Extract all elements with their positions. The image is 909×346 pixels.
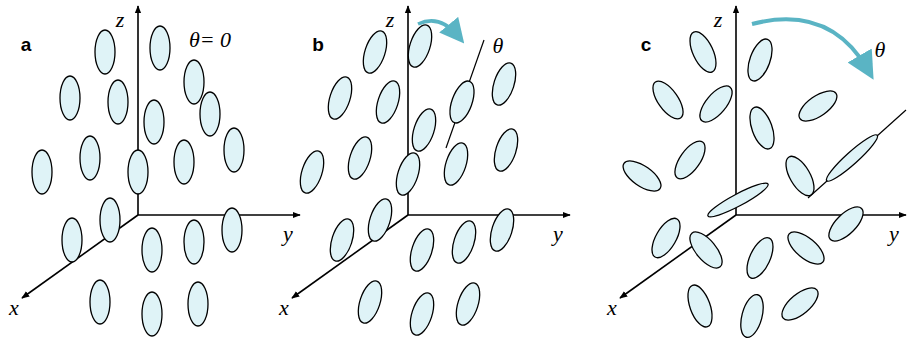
molecule — [392, 150, 425, 198]
molecule — [142, 228, 162, 272]
molecule — [737, 292, 768, 340]
angle-label: θ= 0 — [189, 29, 231, 51]
rotation-arrow — [752, 19, 868, 70]
panel-letter: c — [641, 35, 652, 54]
molecules-tilted — [296, 21, 523, 338]
molecule — [100, 198, 120, 242]
molecule — [440, 140, 473, 188]
molecule — [222, 208, 242, 252]
y-axis — [736, 214, 906, 216]
molecule — [488, 60, 521, 108]
molecule — [794, 85, 842, 127]
x-axis — [22, 215, 138, 298]
molecule — [743, 36, 777, 84]
rotation-arrow — [418, 21, 458, 36]
molecule — [445, 78, 479, 126]
molecule — [224, 128, 244, 172]
angle-label: θ — [875, 39, 886, 61]
z-axis — [735, 6, 737, 215]
molecule — [184, 220, 204, 264]
axis-label: y — [889, 223, 899, 245]
molecule — [60, 76, 80, 120]
molecule — [32, 150, 52, 194]
molecules-aligned — [32, 26, 244, 336]
molecule — [406, 226, 439, 274]
molecule — [783, 226, 830, 270]
molecule — [90, 280, 110, 324]
director-line — [446, 40, 484, 148]
molecule — [296, 148, 329, 196]
axis-label: z — [116, 9, 125, 31]
molecules-disordered — [618, 19, 906, 339]
molecule — [372, 78, 405, 126]
molecule — [685, 28, 722, 76]
molecule — [150, 26, 170, 70]
axis-label: z — [386, 9, 395, 31]
angle-label: θ — [493, 35, 504, 57]
molecule — [646, 214, 685, 262]
molecule — [80, 136, 100, 180]
molecule — [184, 60, 204, 104]
axis-label: y — [283, 223, 293, 245]
molecule — [406, 290, 439, 338]
molecule — [142, 292, 162, 336]
molecule — [694, 81, 738, 128]
molecule — [408, 106, 441, 154]
axis-label: y — [553, 223, 563, 245]
y-axis — [408, 214, 570, 216]
molecule — [326, 216, 359, 264]
molecule — [354, 278, 387, 326]
axes — [22, 6, 906, 298]
axis-label: z — [714, 9, 723, 31]
molecule — [618, 155, 666, 197]
molecule — [359, 28, 392, 76]
molecule — [823, 201, 868, 246]
molecule — [404, 22, 437, 70]
molecule — [62, 218, 82, 262]
x-axis — [292, 215, 408, 298]
molecule — [200, 92, 220, 136]
molecule — [95, 30, 115, 74]
molecule — [128, 150, 148, 194]
molecule — [684, 227, 728, 274]
molecule — [647, 76, 689, 124]
axis-label: x — [9, 297, 19, 319]
molecule — [490, 126, 523, 174]
molecule — [742, 234, 779, 282]
molecule — [745, 104, 779, 152]
panel-letter: b — [312, 35, 324, 54]
molecule — [108, 80, 128, 124]
molecule — [683, 282, 717, 330]
director-line — [808, 110, 906, 198]
molecule — [324, 74, 357, 122]
molecule — [448, 218, 481, 266]
molecule — [452, 280, 485, 328]
molecule — [144, 100, 164, 144]
molecule — [344, 134, 377, 182]
molecule — [364, 196, 397, 244]
panel-letter: a — [21, 35, 32, 54]
y-axis — [138, 214, 300, 216]
molecule — [669, 136, 711, 184]
axis-label: x — [607, 297, 617, 319]
axis-label: x — [279, 297, 289, 319]
molecule — [188, 282, 208, 326]
molecule — [486, 206, 519, 254]
molecule — [823, 131, 882, 185]
molecule — [174, 140, 194, 184]
molecule — [705, 179, 771, 222]
molecule — [777, 282, 824, 326]
